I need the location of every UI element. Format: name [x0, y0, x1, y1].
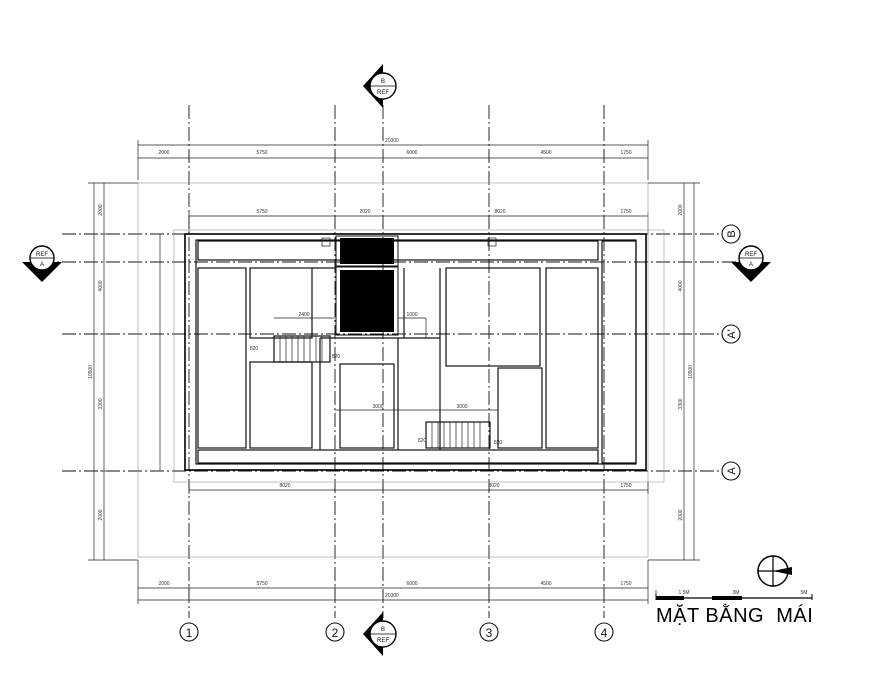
dim-right-4: 2000 — [678, 509, 684, 520]
dim-right-total: 10500 — [688, 365, 694, 379]
section-right-letter: A — [749, 262, 753, 268]
dim-bottom-total: 20300 — [385, 593, 399, 599]
dim-top-total: 20300 — [385, 138, 399, 144]
dim-bottom-4: 4500 — [540, 581, 551, 587]
scale-label-2: 3M — [733, 590, 740, 596]
stair-mark-4: 820 — [494, 440, 503, 446]
dim-bottom-1: 2000 — [158, 581, 169, 587]
dim-right-1: 2000 — [678, 204, 684, 215]
dim-left-total: 10500 — [88, 365, 94, 379]
dim-lower-1: 8020 — [279, 483, 290, 489]
skylight-voids — [321, 235, 497, 336]
dim-right-3: 3300 — [678, 398, 684, 409]
stair-right: 3000 820 820 3000 — [372, 404, 503, 449]
stair-mark-2: 820 — [332, 354, 341, 360]
grid-column-bubbles: 1 2 3 4 — [179, 622, 614, 642]
section-right-ref: REF — [745, 252, 757, 258]
section-marker-left: REF A — [22, 245, 62, 282]
dim-right-2: 4000 — [678, 280, 684, 291]
stair-mark-1: 820 — [250, 346, 259, 352]
section-marker-right: REF A — [731, 245, 771, 282]
dim-inner-2: 2020 — [359, 209, 370, 215]
north-arrow-icon — [757, 555, 792, 587]
grid-col-3: 3 — [486, 626, 493, 640]
stair-mark-3: 820 — [418, 438, 427, 444]
roof-overhang-outline — [137, 182, 649, 558]
dim-stair-left-2: 1000 — [406, 312, 417, 318]
top-dimensions: 20300 2000 5750 6000 4500 1750 5750 2020… — [137, 138, 649, 234]
dim-left-4: 2000 — [98, 509, 104, 520]
stair-left: 2400 1000 820 820 — [250, 312, 427, 363]
lower-inner-dimensions: 8020 8020 1750 — [188, 482, 649, 494]
dim-left-2: 4000 — [98, 280, 104, 291]
left-dimensions: 2000 4000 3300 2000 10500 — [88, 182, 164, 561]
section-left-ref: REF — [36, 252, 48, 258]
dim-top-2: 5750 — [256, 150, 267, 156]
dim-inner-1: 5750 — [256, 209, 267, 215]
grid-col-1: 1 — [186, 626, 193, 640]
section-marker-bottom: B REF — [363, 612, 397, 656]
grid-row-a: A — [726, 467, 738, 475]
dim-inner-3: 8020 — [494, 209, 505, 215]
dim-room-mid: 3000 — [372, 404, 383, 410]
dim-left-1: 2000 — [98, 204, 104, 215]
scale-label-1: 1.5M — [678, 590, 689, 596]
section-marker-top: B REF — [363, 64, 397, 108]
grid-row-b: B — [726, 230, 738, 237]
grid-col-2: 2 — [332, 626, 339, 640]
scale-label-0: 0 — [655, 590, 658, 596]
scale-bar: 0 1.5M 3M 5M — [655, 590, 813, 600]
roof-eave-outline — [173, 229, 665, 483]
grid-row-a-prime: A' — [726, 329, 738, 338]
grid-row-bubbles: B A' A — [721, 224, 741, 481]
section-bottom-ref: REF — [377, 638, 389, 644]
scale-label-3: 5M — [801, 590, 808, 596]
right-dimensions: 2000 4000 3300 2000 10500 — [648, 182, 700, 561]
section-bottom-letter: B — [381, 627, 385, 633]
section-left-letter: A — [40, 262, 44, 268]
dim-bottom-2: 5750 — [256, 581, 267, 587]
dim-bottom-3: 6000 — [406, 581, 417, 587]
dim-top-5: 1750 — [620, 150, 631, 156]
dim-stair-right: 3000 — [456, 404, 467, 410]
dim-top-1: 2000 — [158, 150, 169, 156]
drawing-title: MẶT BẰNG MÁI — [656, 603, 813, 627]
dim-top-4: 4500 — [540, 150, 551, 156]
grid-col-4: 4 — [601, 626, 608, 640]
bottom-dimensions: 2000 5750 6000 4500 1750 20300 — [137, 560, 649, 604]
dim-bottom-5: 1750 — [620, 581, 631, 587]
dim-stair-left-1: 2400 — [298, 312, 309, 318]
dim-lower-2: 8020 — [488, 483, 499, 489]
building-walls — [184, 233, 647, 471]
section-top-letter: B — [381, 79, 385, 85]
section-top-ref: REF — [377, 90, 389, 96]
grid-axes — [40, 105, 745, 618]
dim-top-3: 6000 — [406, 150, 417, 156]
dim-lower-3: 1750 — [620, 483, 631, 489]
dim-left-3: 3300 — [98, 398, 104, 409]
dim-inner-4: 1750 — [620, 209, 631, 215]
